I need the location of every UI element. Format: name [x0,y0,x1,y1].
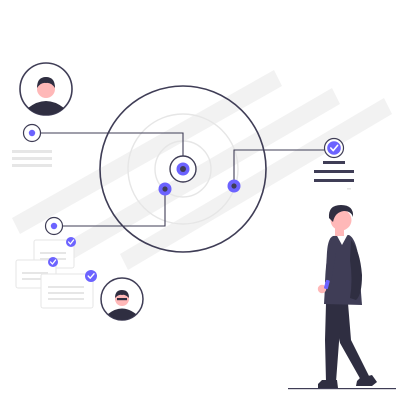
check-circle-icon [66,237,76,247]
text-line [12,150,52,153]
person-arm [350,240,362,300]
connector-right [233,149,326,186]
bg-stripe [60,88,340,262]
text-line [347,188,351,190]
card-line [48,292,84,294]
bg-stripe [12,70,282,234]
text-line [12,164,52,167]
user-avatar-icon [100,277,144,321]
text-lines-left [12,150,52,167]
avatar-glasses [117,298,127,301]
person-shoe [356,375,377,386]
node-right-core [231,183,237,189]
card-line [40,252,66,254]
target-outer-ring [99,85,267,253]
endpoint-bottom-left [44,216,64,236]
person-leg-back [332,303,370,382]
endpoint-dot [28,129,36,137]
user-avatar-icon [19,62,73,116]
person-neck [335,225,344,236]
avatar-hair [115,290,129,298]
standing-person-illustration [288,205,396,390]
avatar-shoulders [108,308,136,320]
bg-stripe [120,98,392,270]
center-node-core [180,166,186,172]
check-item-right [314,137,354,190]
card-line [48,286,84,288]
text-line [314,170,354,173]
person-leg-front [325,303,342,382]
person-hair [328,205,354,222]
target-nodes [158,155,241,196]
text-line [323,161,345,164]
person-hand [317,284,327,294]
target-middle-ring [127,113,239,225]
check-circle-icon [327,141,341,155]
check-mark [49,259,57,265]
check-circle-icon [85,270,97,282]
check-mark [87,273,95,279]
avatar-face [37,80,55,98]
card [40,273,94,309]
card-line [22,278,48,280]
person-collar [336,234,348,245]
check-circle-icon [48,257,58,267]
check-mark [67,239,75,245]
card-line [22,272,48,274]
endpoint-top-left [22,123,42,143]
card-line [48,298,84,300]
person-shoe [318,380,338,388]
ground-line [288,388,396,390]
person-arm [325,240,337,284]
background-stripes [12,70,392,270]
avatar-shoulders [28,101,64,115]
text-line [314,179,354,182]
node-lower-core [162,186,168,192]
person-phone [323,279,330,290]
check-mark [329,144,339,152]
connector-bottom-left [62,189,166,227]
checklist-cards [15,237,97,309]
endpoint-dot [50,222,58,230]
text-line [12,157,52,160]
avatar-hair [37,77,55,88]
